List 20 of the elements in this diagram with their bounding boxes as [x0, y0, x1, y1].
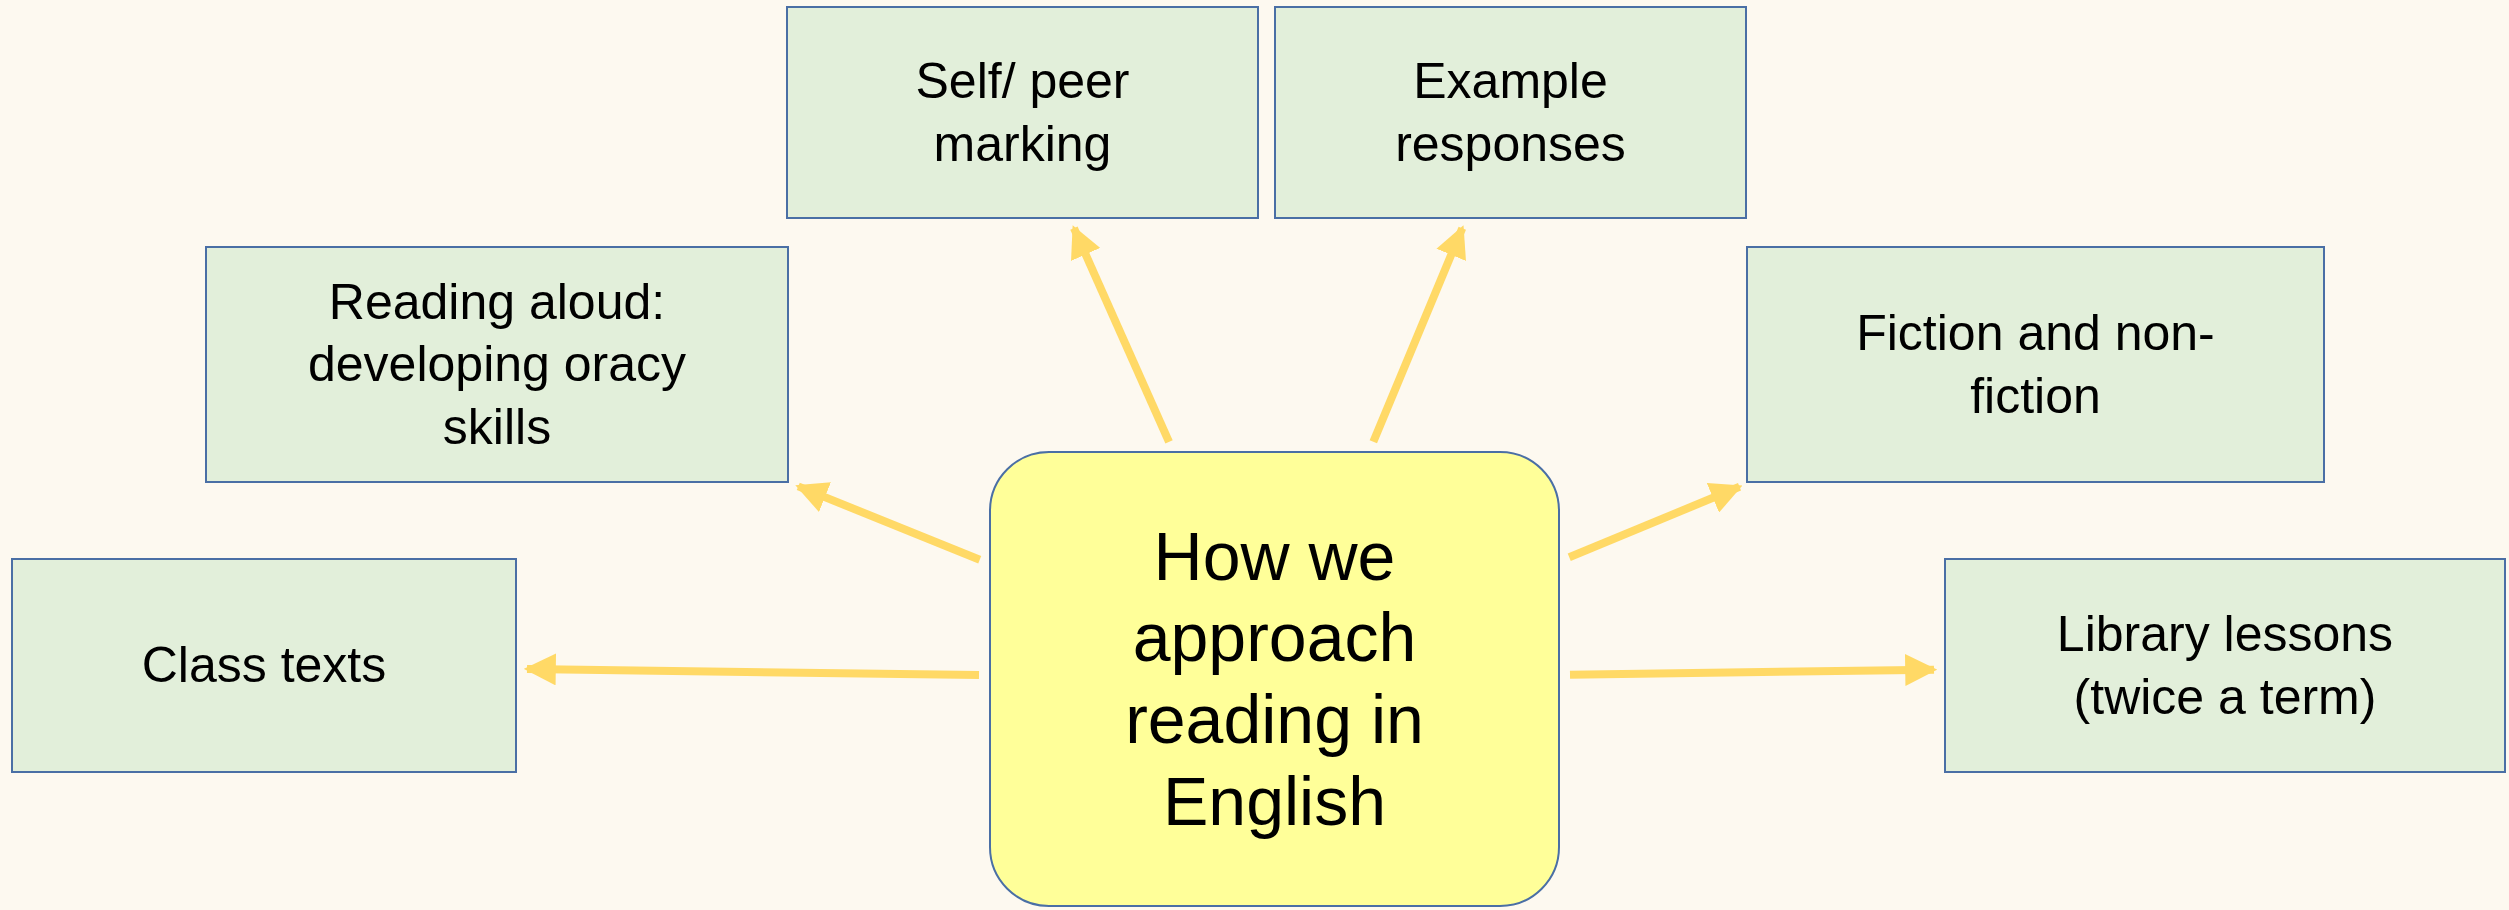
arrow	[523, 653, 980, 686]
node-text: Library lessons (twice a term)	[2055, 605, 2395, 727]
arrow	[795, 482, 982, 564]
idea-box	[11, 558, 517, 773]
arrow	[1070, 225, 1173, 444]
arrow	[1569, 654, 1938, 687]
node-text: Reading aloud: developing oracy skills	[307, 272, 687, 457]
node-text: Example responses	[1394, 52, 1627, 174]
topic-box	[989, 451, 1560, 907]
arrow	[1369, 225, 1466, 444]
node-text: Self/ peer marking	[914, 52, 1131, 174]
idea-box	[786, 6, 1259, 219]
node-text: How we approach reading in English	[1124, 516, 1425, 841]
idea-box	[1274, 6, 1747, 219]
node-text: Fiction and non-fiction	[1855, 304, 2216, 426]
idea-box	[1944, 558, 2506, 773]
node-text: Class texts	[141, 636, 387, 696]
idea-box	[1746, 246, 2325, 483]
arrow	[1567, 483, 1743, 561]
idea-box	[205, 246, 789, 483]
